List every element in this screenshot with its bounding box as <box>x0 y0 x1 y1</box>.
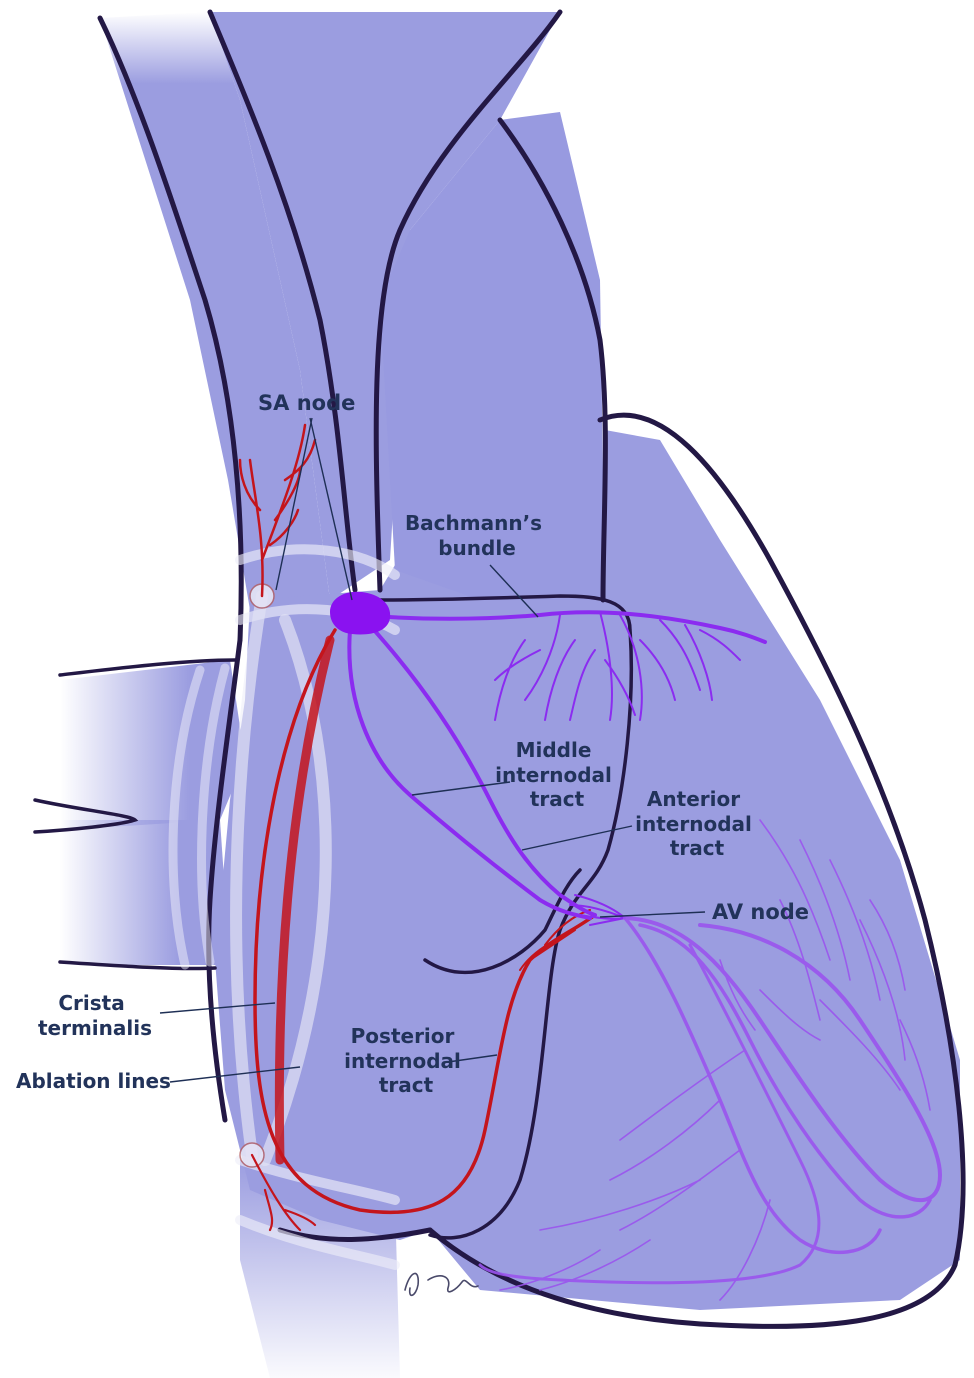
label-sa-node: SA node <box>258 391 355 415</box>
label-crista-terminalis: Crista terminalis <box>38 991 152 1040</box>
artist-signature <box>405 1274 478 1296</box>
label-ablation-lines: Ablation lines <box>16 1069 171 1093</box>
label-av-node: AV node <box>712 900 809 924</box>
